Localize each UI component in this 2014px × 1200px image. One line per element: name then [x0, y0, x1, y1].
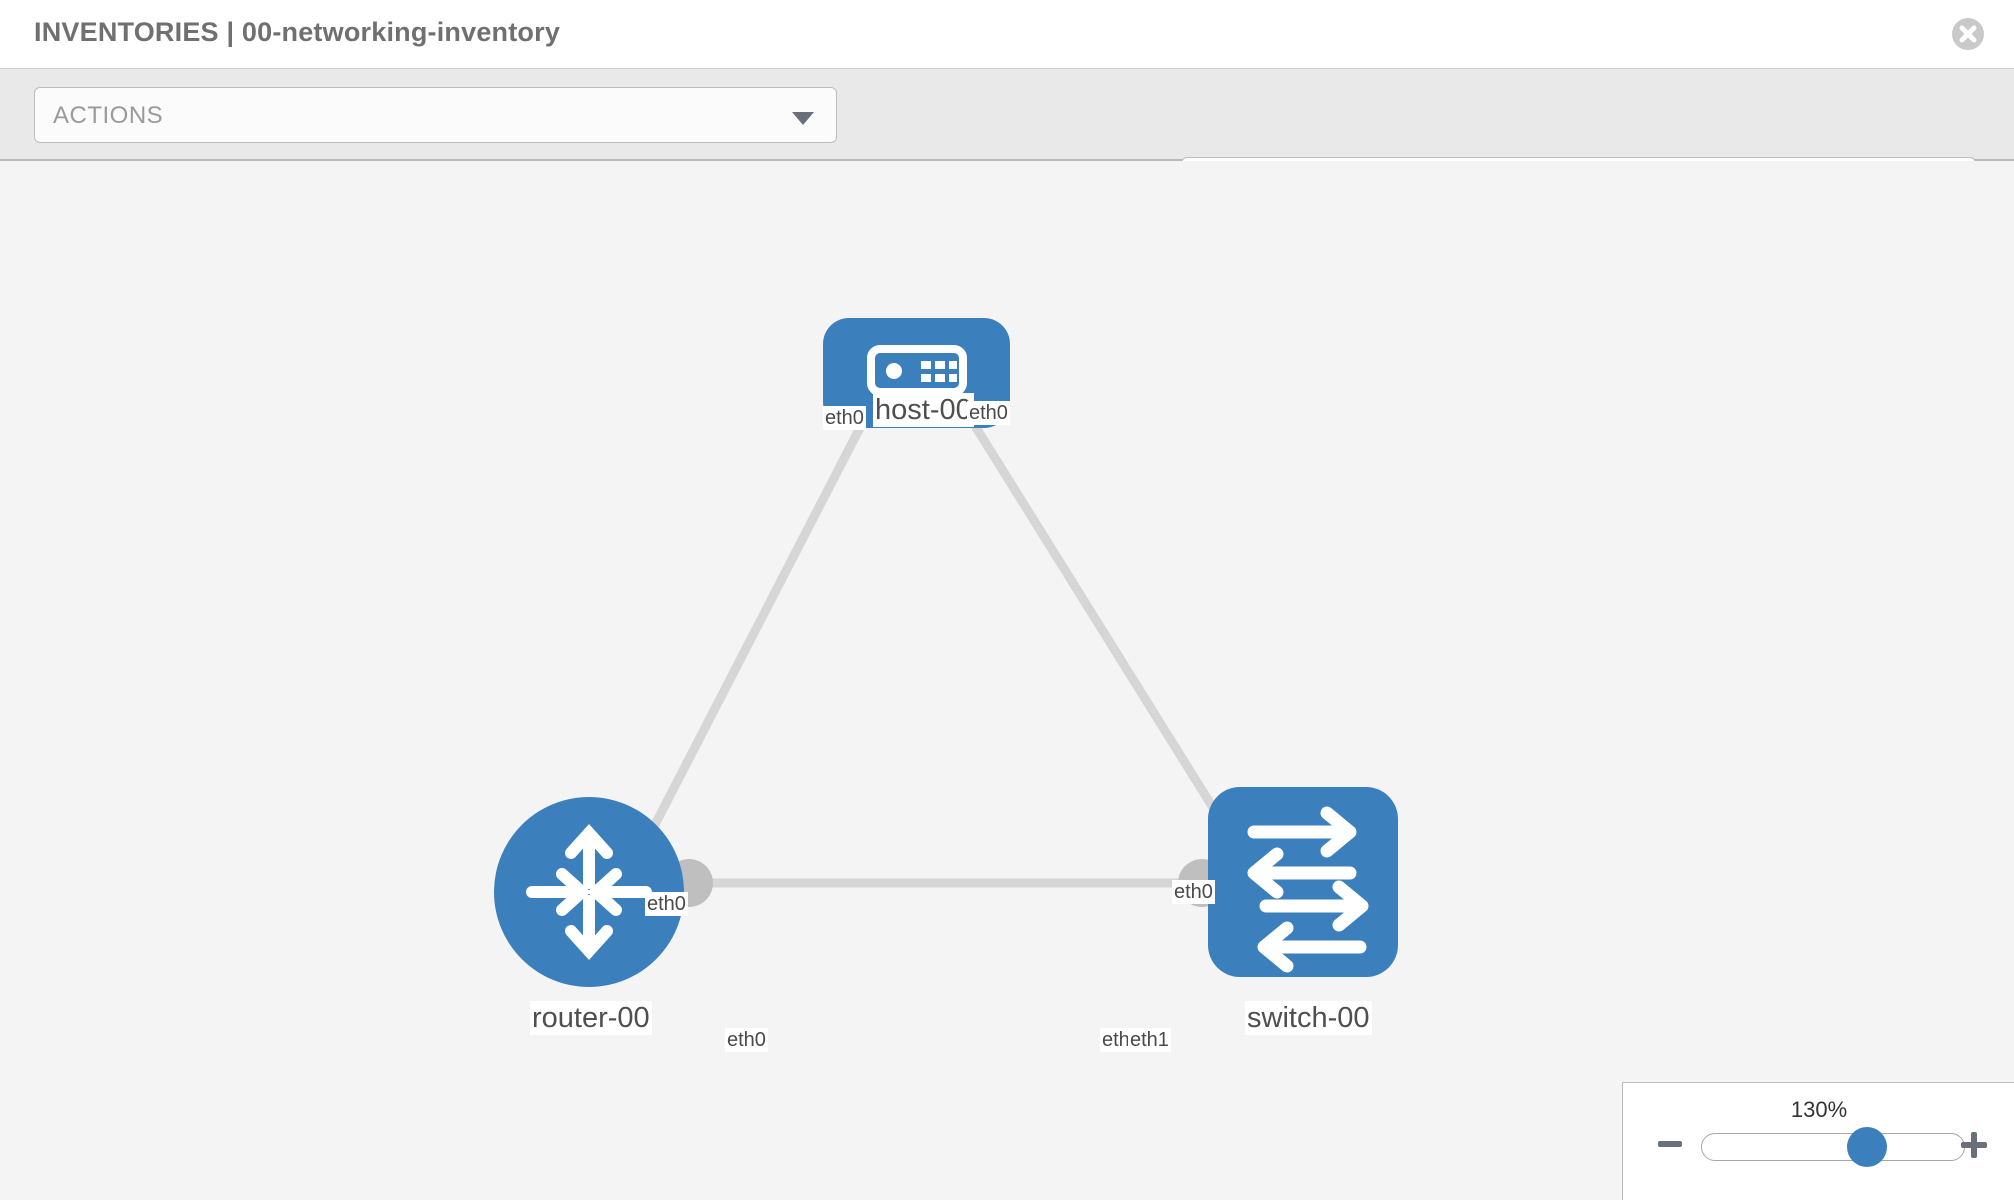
plus-icon[interactable] — [1958, 1129, 1990, 1166]
node-switch-00[interactable] — [1208, 787, 1398, 977]
zoom-slider-thumb[interactable] — [1847, 1127, 1888, 1167]
server-icon — [867, 345, 967, 396]
node-label-router-00: router-00 — [530, 1001, 652, 1035]
toolbar: ACTIONS SEARCH — [0, 69, 2014, 213]
node-label-switch-00: switch-00 — [1245, 1001, 1372, 1035]
zoom-percent-label: 130% — [1790, 1097, 1848, 1122]
page-title: INVENTORIES | 00-networking-inventory — [34, 17, 561, 47]
interface-label-router-eth0-uplink: eth0 — [645, 892, 688, 916]
interface-label-switch-eth0-occluded: eth — [1100, 1028, 1132, 1052]
page-header: INVENTORIES | 00-networking-inventory — [0, 0, 2014, 69]
node-router-00[interactable] — [494, 797, 684, 987]
minus-icon[interactable] — [1655, 1129, 1685, 1164]
topology-graph — [494, 318, 1398, 987]
interface-label-host-eth0-right: eth0 — [967, 401, 1010, 425]
close-icon[interactable] — [1952, 18, 1984, 50]
interface-label-host-eth0-left: eth0 — [823, 406, 866, 430]
interface-label-router-eth0: eth0 — [725, 1028, 768, 1052]
node-label-host-00: host-00 — [873, 393, 974, 427]
actions-dropdown[interactable]: ACTIONS — [34, 87, 837, 143]
router-arrows-icon — [526, 824, 652, 960]
chevron-down-icon — [792, 112, 814, 125]
actions-dropdown-label: ACTIONS — [53, 102, 164, 129]
zoom-control: 130% — [1622, 1082, 2014, 1200]
link-host-router[interactable] — [626, 386, 884, 876]
link-host-switch[interactable] — [948, 386, 1244, 854]
interface-label-switch-eth1: eth1 — [1128, 1028, 1171, 1052]
switch-arrows-icon — [1247, 806, 1369, 973]
zoom-slider-track[interactable] — [1701, 1133, 1965, 1161]
topology-canvas[interactable]: host-00 router-00 switch-00 eth0 eth0 et… — [0, 161, 2014, 1200]
interface-label-switch-eth0-uplink: eth0 — [1172, 880, 1215, 904]
